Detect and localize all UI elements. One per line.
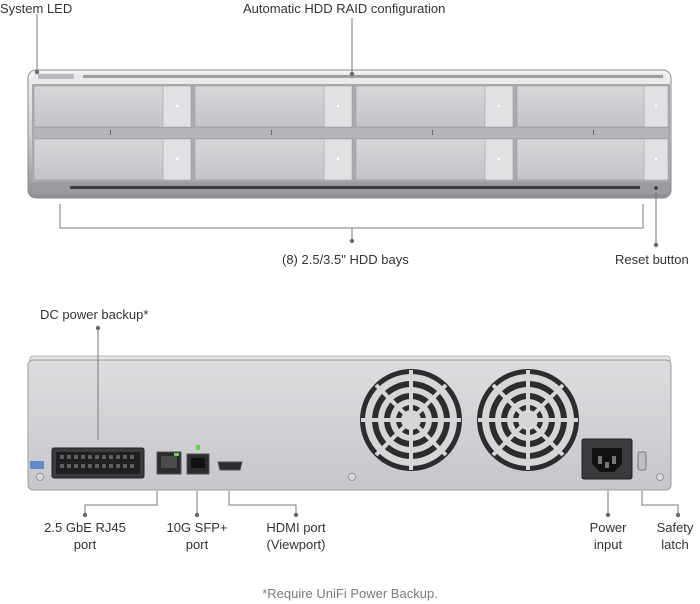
- label-hdmi: HDMI port (Viewport): [251, 519, 341, 553]
- label-dc-power-backup: DC power backup*: [40, 307, 149, 322]
- fan-right: [477, 369, 579, 471]
- label-rj45: 2.5 GbE RJ45 port: [30, 519, 140, 553]
- sfp-port: [186, 445, 210, 475]
- hdmi-port: [217, 461, 243, 471]
- label-reset-button: Reset button: [615, 252, 689, 267]
- label-latch-line2: latch: [661, 537, 689, 552]
- safety-latch: [637, 451, 647, 471]
- footnote: *Require UniFi Power Backup.: [262, 586, 438, 601]
- unifi-logo: [38, 74, 74, 79]
- label-sfp: 10G SFP+ port: [157, 519, 237, 553]
- label-safety-latch: Safety latch: [650, 519, 700, 553]
- label-power-line2: input: [593, 537, 623, 552]
- hdd-bay-row-bottom: [33, 138, 669, 181]
- label-sfp-line2: port: [185, 537, 209, 552]
- fan-left: [360, 369, 462, 471]
- label-power-line1: Power: [589, 520, 627, 535]
- rear-device-drawing: [27, 325, 681, 518]
- label-hdmi-line1: HDMI port: [266, 520, 326, 535]
- power-input: [581, 438, 633, 480]
- label-rj45-line2: port: [73, 537, 97, 552]
- reset-button-hole: [654, 186, 658, 190]
- label-system-led: System LED: [0, 1, 73, 16]
- hdd-bay-row-top: [33, 85, 669, 128]
- label-latch-line1: Safety: [656, 520, 694, 535]
- label-raid: Automatic HDD RAID configuration: [243, 1, 446, 16]
- label-sfp-line1: 10G SFP+: [166, 520, 228, 535]
- dc-power-backup-connector: [51, 447, 145, 479]
- front-device-drawing: [27, 14, 672, 248]
- label-hdmi-line2: (Viewport): [266, 537, 326, 552]
- label-power-input: Power input: [578, 519, 638, 553]
- rj45-port: [156, 451, 182, 475]
- label-hdd-bays: (8) 2.5/3.5" HDD bays: [282, 252, 409, 267]
- label-rj45-line1: 2.5 GbE RJ45: [44, 520, 126, 535]
